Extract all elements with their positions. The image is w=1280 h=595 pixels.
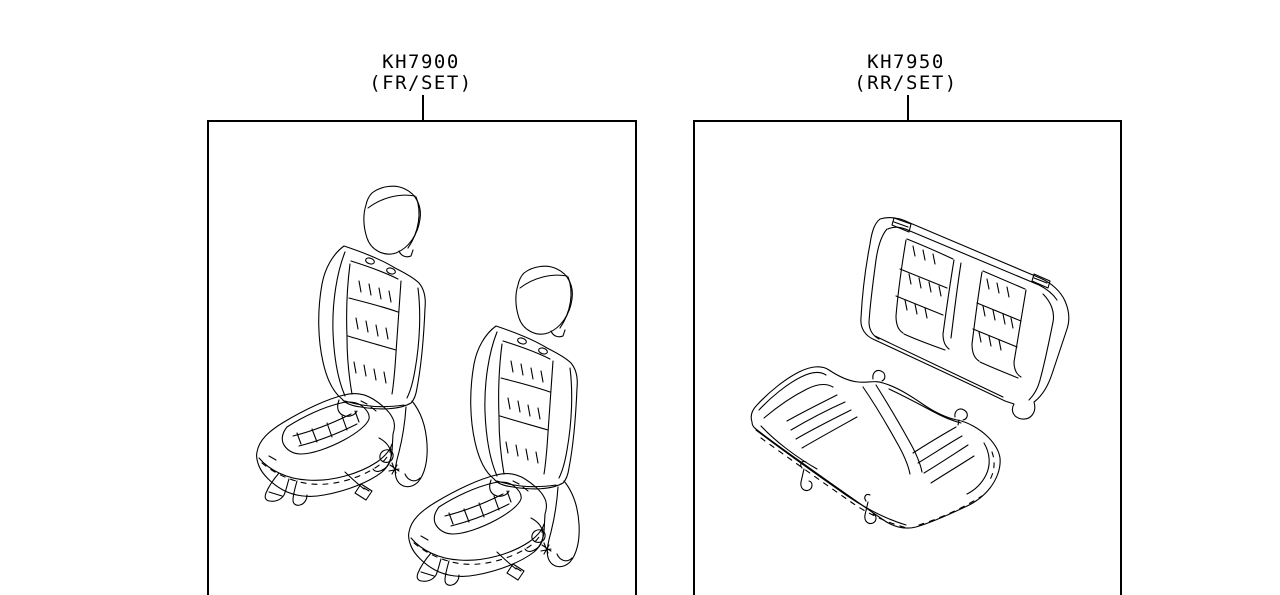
rear-seat-cushion: [750, 366, 1001, 529]
leader-line-front: [422, 95, 424, 120]
rear-seat-illustration: [750, 217, 1070, 529]
callout-front-set: KH7900 (FR/SET): [301, 52, 541, 94]
front-seat: [256, 185, 428, 506]
set-label-front: (FR/SET): [369, 72, 473, 94]
rear-set-box[interactable]: [693, 120, 1122, 595]
callout-rear-set: KH7950 (RR/SET): [786, 52, 1026, 94]
leader-line-rear: [907, 95, 909, 120]
front-set-box[interactable]: [207, 120, 637, 595]
seat-cushion: [256, 393, 400, 506]
part-code-rear[interactable]: KH7950: [867, 51, 945, 73]
seat-back: [318, 245, 428, 488]
front-seats-illustration: [256, 185, 580, 586]
set-label-rear: (RR/SET): [854, 72, 958, 94]
part-code-front[interactable]: KH7900: [382, 51, 460, 73]
headrest: [363, 185, 421, 258]
rear-seat-back: [860, 217, 1070, 420]
